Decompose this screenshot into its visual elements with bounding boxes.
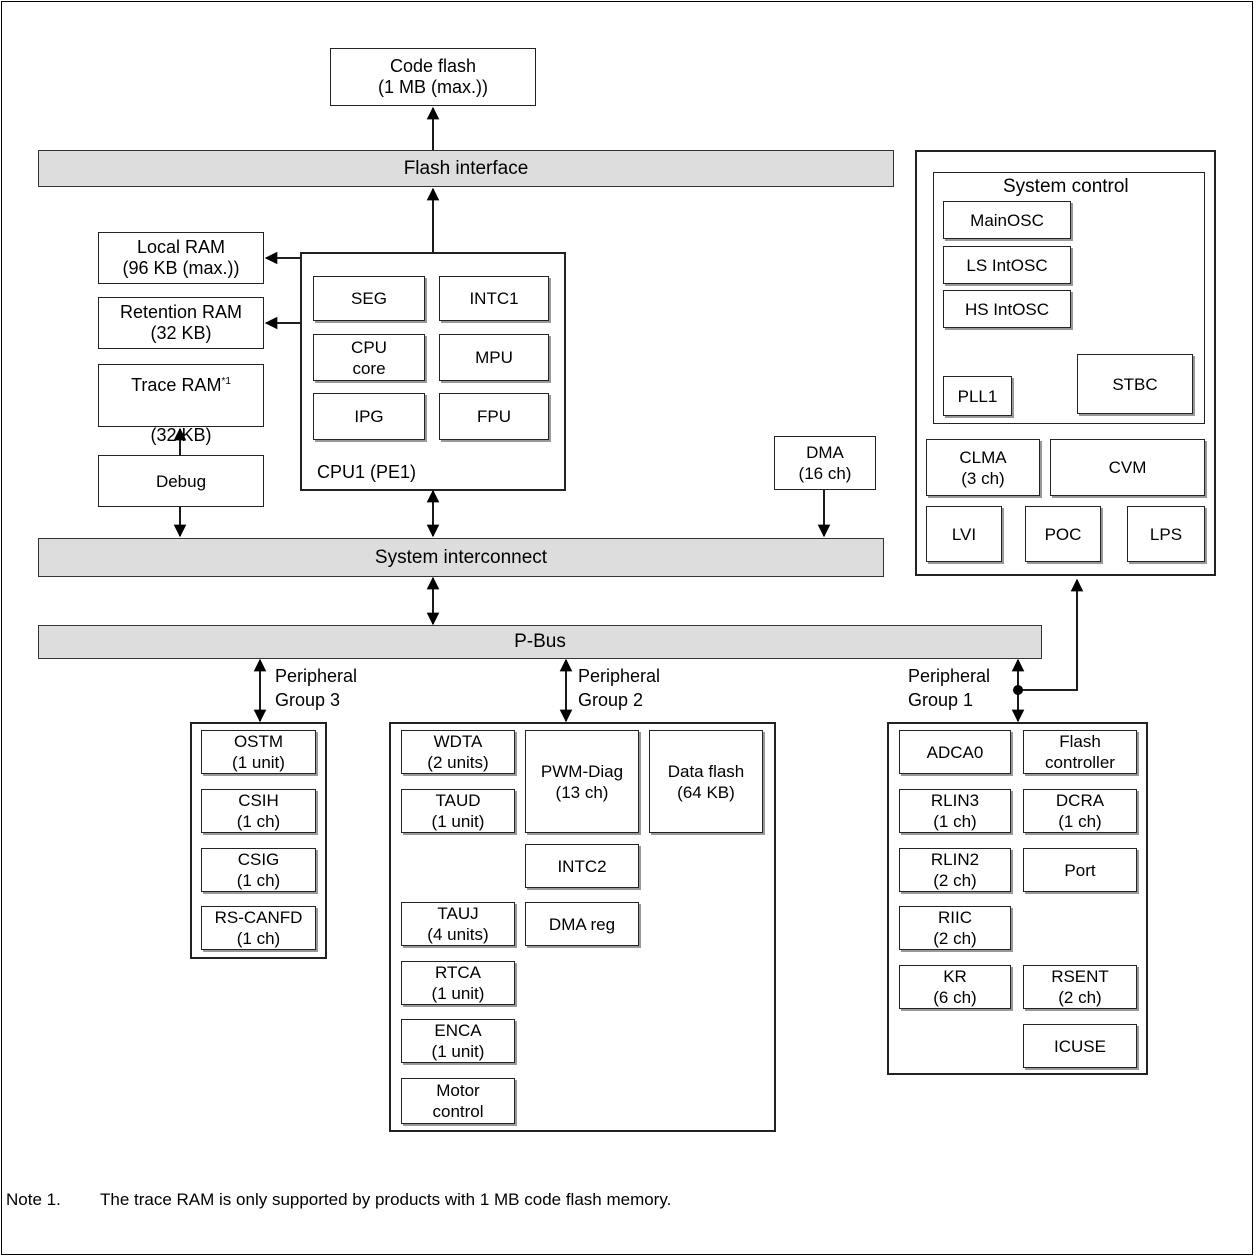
mainosc-block: MainOSC: [943, 201, 1071, 239]
taud-block: TAUD (1 unit): [401, 789, 515, 833]
note-text: The trace RAM is only supported by produ…: [100, 1190, 672, 1209]
dma-box: DMA (16 ch): [774, 436, 876, 490]
cpu-mpu-block: MPU: [439, 334, 549, 381]
rs-canfd-block: RS-CANFD (1 ch): [201, 906, 316, 950]
lvi-block: LVI: [926, 506, 1002, 562]
data-flash-block: Data flash (64 KB): [649, 730, 763, 833]
dma-reg-block: DMA reg: [525, 902, 639, 946]
cpu-ipg-block: IPG: [313, 393, 425, 440]
ls-intosc-block: LS IntOSC: [943, 246, 1071, 284]
port-block: Port: [1023, 848, 1137, 892]
motor-control-block: Motor control: [401, 1078, 515, 1124]
adca0-block: ADCA0: [899, 730, 1011, 774]
icuse-block: ICUSE: [1023, 1024, 1137, 1068]
p-bus: P-Bus: [38, 625, 1042, 659]
pwm-diag-block: PWM-Diag (13 ch): [525, 730, 639, 833]
peripheral-group3-container: [190, 722, 327, 959]
system-interconnect-bus: System interconnect: [38, 538, 884, 577]
cvm-block: CVM: [1050, 439, 1205, 496]
poc-block: POC: [1025, 506, 1101, 562]
cpu-fpu-block: FPU: [439, 393, 549, 440]
peripheral-group3-label: Peripheral Group 3: [275, 666, 358, 710]
cpu1-container: [300, 252, 566, 491]
system-control-outer: [915, 150, 1216, 576]
peripheral-group2-container: [389, 722, 776, 1132]
rsent-block: RSENT (2 ch): [1023, 965, 1137, 1009]
trace-ram-label: Trace RAM: [131, 374, 222, 395]
pll1-block: PLL1: [943, 376, 1012, 416]
riic-block: RIIC (2 ch): [899, 906, 1011, 950]
intc2-block: INTC2: [525, 844, 639, 888]
cpu1-label: CPU1 (PE1): [317, 462, 417, 482]
clma-block: CLMA (3 ch): [926, 439, 1040, 496]
lps-block: LPS: [1127, 506, 1205, 562]
note-label: Note 1.: [6, 1190, 61, 1209]
rlin3-block: RLIN3 (1 ch): [899, 789, 1011, 833]
rlin2-block: RLIN2 (2 ch): [899, 848, 1011, 892]
peripheral-group1-container: [887, 722, 1148, 1075]
cpu-core-block: CPU core: [313, 334, 425, 381]
kr-block: KR (6 ch): [899, 965, 1011, 1009]
cpu-intc1-block: INTC1: [439, 276, 549, 321]
wdta-block: WDTA (2 units): [401, 730, 515, 774]
trace-ram-box: Trace RAM*1 (32 KB): [98, 364, 264, 445]
rtca-block: RTCA (1 unit): [401, 961, 515, 1005]
ostm-block: OSTM (1 unit): [201, 730, 316, 774]
csih-block: CSIH (1 ch): [201, 789, 316, 833]
trace-ram-size: (32 KB): [150, 424, 212, 445]
junction-dot: [1013, 685, 1023, 695]
stbc-block: STBC: [1077, 354, 1193, 414]
system-control-inner: [933, 172, 1205, 424]
retention-ram-box: Retention RAM (32 KB): [98, 297, 264, 349]
csig-block: CSIG (1 ch): [201, 848, 316, 892]
enca-block: ENCA (1 unit): [401, 1019, 515, 1063]
dcra-block: DCRA (1 ch): [1023, 789, 1137, 833]
hs-intosc-block: HS IntOSC: [943, 290, 1071, 328]
flash-interface-bus: Flash interface: [38, 150, 894, 187]
tauj-block: TAUJ (4 units): [401, 902, 515, 946]
cpu-seg-block: SEG: [313, 276, 425, 321]
flash-controller-block: Flash controller: [1023, 730, 1137, 774]
arrow-group1-to-systemcontrol: [1018, 578, 1084, 691]
trace-ram-footnote-mark: *1: [221, 375, 231, 387]
debug-box: Debug: [98, 455, 264, 507]
peripheral-group2-label: Peripheral Group 2: [578, 666, 661, 710]
system-control-title: System control: [1003, 176, 1129, 197]
code-flash-box: Code flash (1 MB (max.)): [330, 48, 536, 106]
peripheral-group1-label: Peripheral Group 1: [908, 666, 991, 710]
local-ram-box: Local RAM (96 KB (max.)): [98, 232, 264, 284]
